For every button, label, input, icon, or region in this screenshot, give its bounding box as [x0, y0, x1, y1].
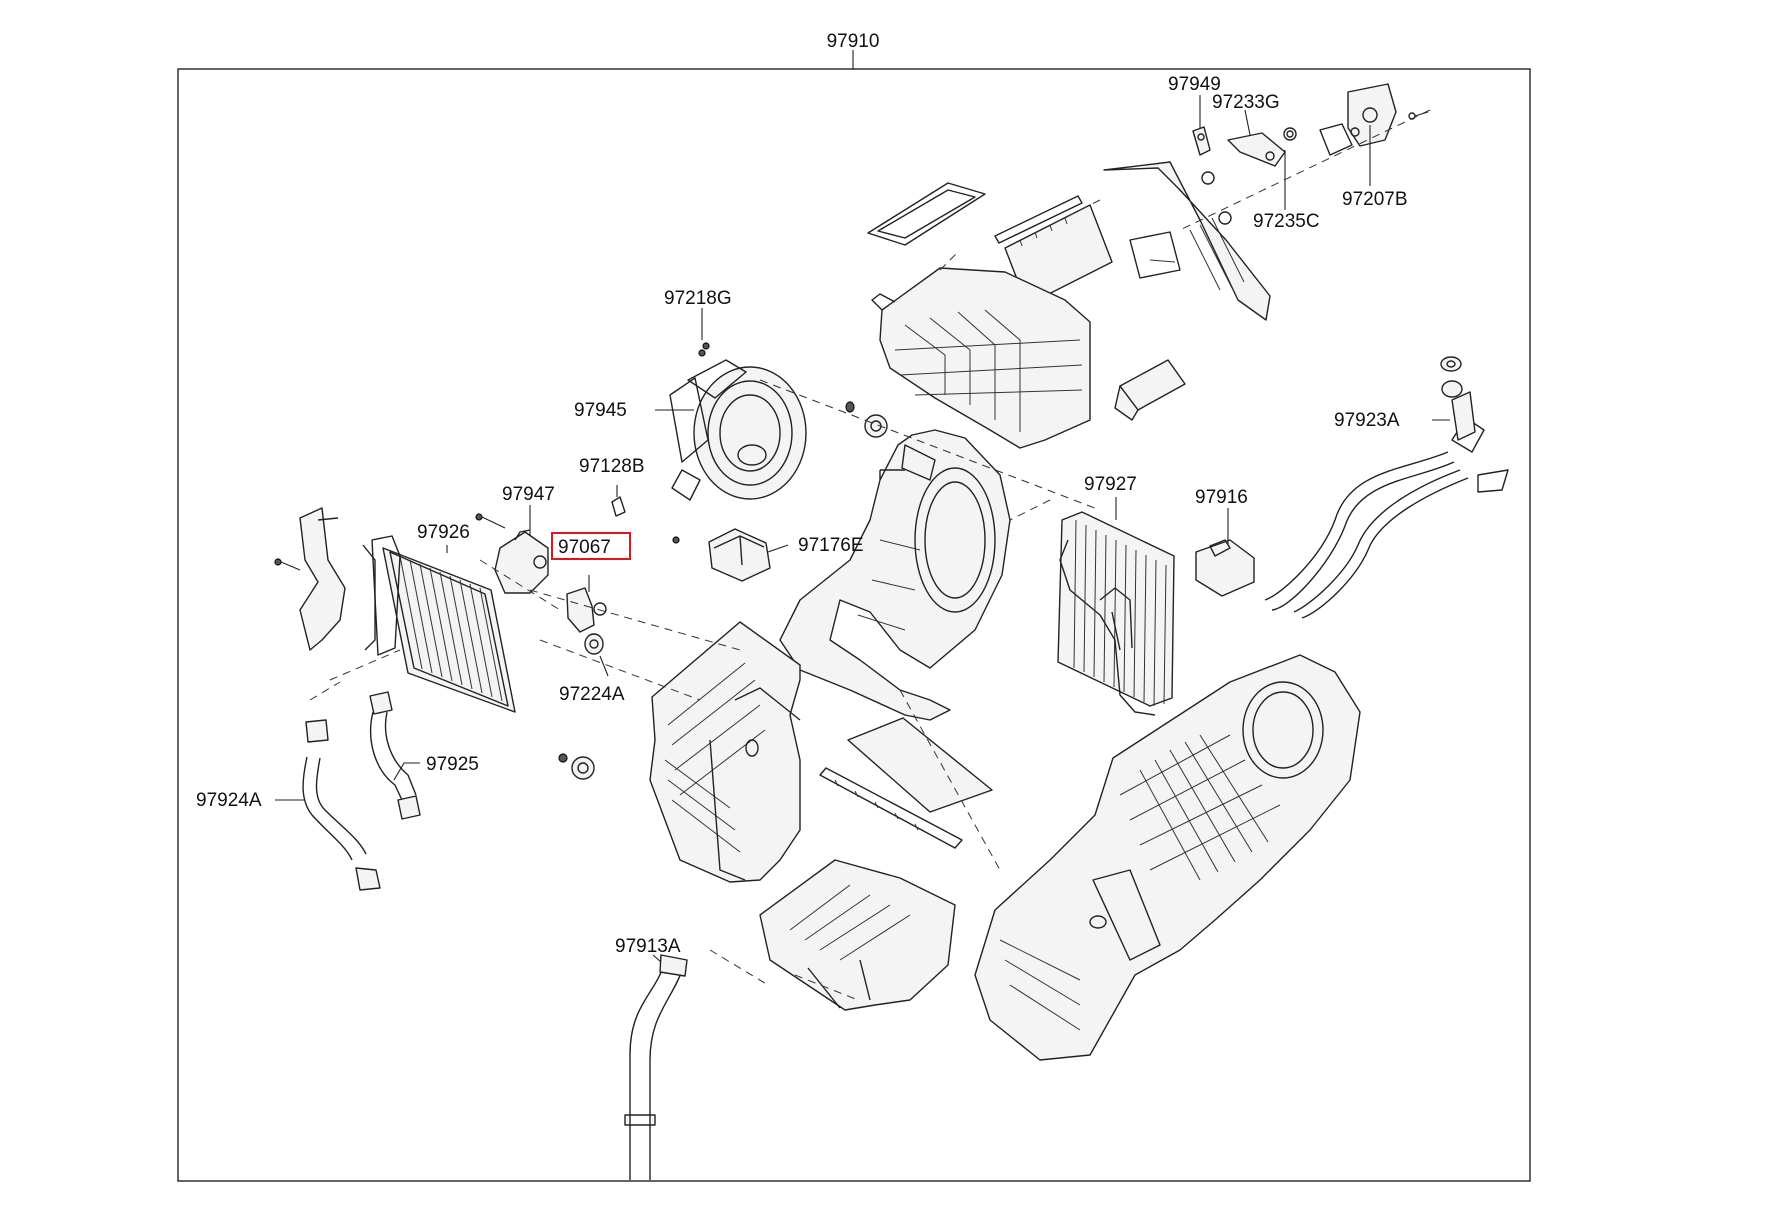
linkage-lever-part[interactable] [1192, 126, 1286, 167]
callout-97218g[interactable]: 97218G [664, 288, 732, 309]
resistor-part[interactable] [672, 528, 771, 582]
sensor-part[interactable] [1195, 539, 1255, 597]
callout-97176e[interactable]: 97176E [798, 535, 864, 556]
callout-97927[interactable]: 97927 [1084, 474, 1137, 495]
callout-97923a[interactable]: 97923A [1334, 410, 1400, 431]
hose-heater-outlet-part[interactable] [369, 691, 421, 820]
callout-97926[interactable]: 97926 [417, 522, 470, 543]
grommet-part[interactable] [845, 401, 888, 438]
callout-97913a[interactable]: 97913A [615, 936, 681, 957]
callout-97128b[interactable]: 97128B [579, 456, 645, 477]
callout-97207b[interactable]: 97207B [1342, 189, 1408, 210]
mode-door-panel-part[interactable] [819, 717, 993, 849]
leader-lines [275, 95, 1450, 963]
grommet-97224a-part[interactable] [558, 633, 604, 780]
callout-97224a[interactable]: 97224A [559, 684, 625, 705]
callout-97949[interactable]: 97949 [1168, 74, 1221, 95]
screw-part[interactable] [702, 342, 710, 350]
callout-97916[interactable]: 97916 [1195, 487, 1248, 508]
highlight-box-97067 [551, 532, 631, 560]
actuator-part[interactable] [475, 513, 549, 594]
linkage-clip-part[interactable] [1283, 123, 1353, 156]
assembly-guide-lines [309, 109, 1431, 1001]
lower-tray-part[interactable] [759, 859, 956, 1011]
seal-pad-part[interactable] [1114, 359, 1186, 421]
heater-bracket-part[interactable] [274, 507, 346, 651]
right-housing-part[interactable] [974, 654, 1361, 1061]
drain-hose-part[interactable] [624, 954, 688, 1180]
assembly-frame [177, 68, 1531, 1182]
callout-97945[interactable]: 97945 [574, 400, 627, 421]
actuator-top-part[interactable] [1347, 83, 1429, 147]
callout-97233g[interactable]: 97233G [1212, 92, 1280, 113]
heater-core-part[interactable] [362, 535, 516, 713]
callout-97235c[interactable]: 97235C [1253, 211, 1320, 232]
blower-motor-part[interactable] [669, 349, 807, 501]
upper-housing-part[interactable] [871, 267, 1091, 449]
clip-part[interactable] [611, 496, 626, 517]
assembly-label[interactable]: 97910 [827, 31, 880, 52]
pipe-adapter-part[interactable] [566, 587, 607, 633]
mode-door-bracket-part[interactable] [1103, 161, 1271, 321]
callout-97947[interactable]: 97947 [502, 484, 555, 505]
hose-heater-inlet-part[interactable] [302, 719, 381, 891]
evaporator-part[interactable] [1057, 511, 1175, 716]
filter-frame-part[interactable] [867, 182, 986, 246]
callout-97925[interactable]: 97925 [426, 754, 479, 775]
callout-97067[interactable]: 97067 [558, 537, 611, 558]
blower-housing-part[interactable] [779, 429, 1011, 721]
hose-right-part[interactable] [1264, 356, 1509, 619]
main-housing-part[interactable] [649, 621, 801, 883]
callout-97924a[interactable]: 97924A [196, 790, 262, 811]
